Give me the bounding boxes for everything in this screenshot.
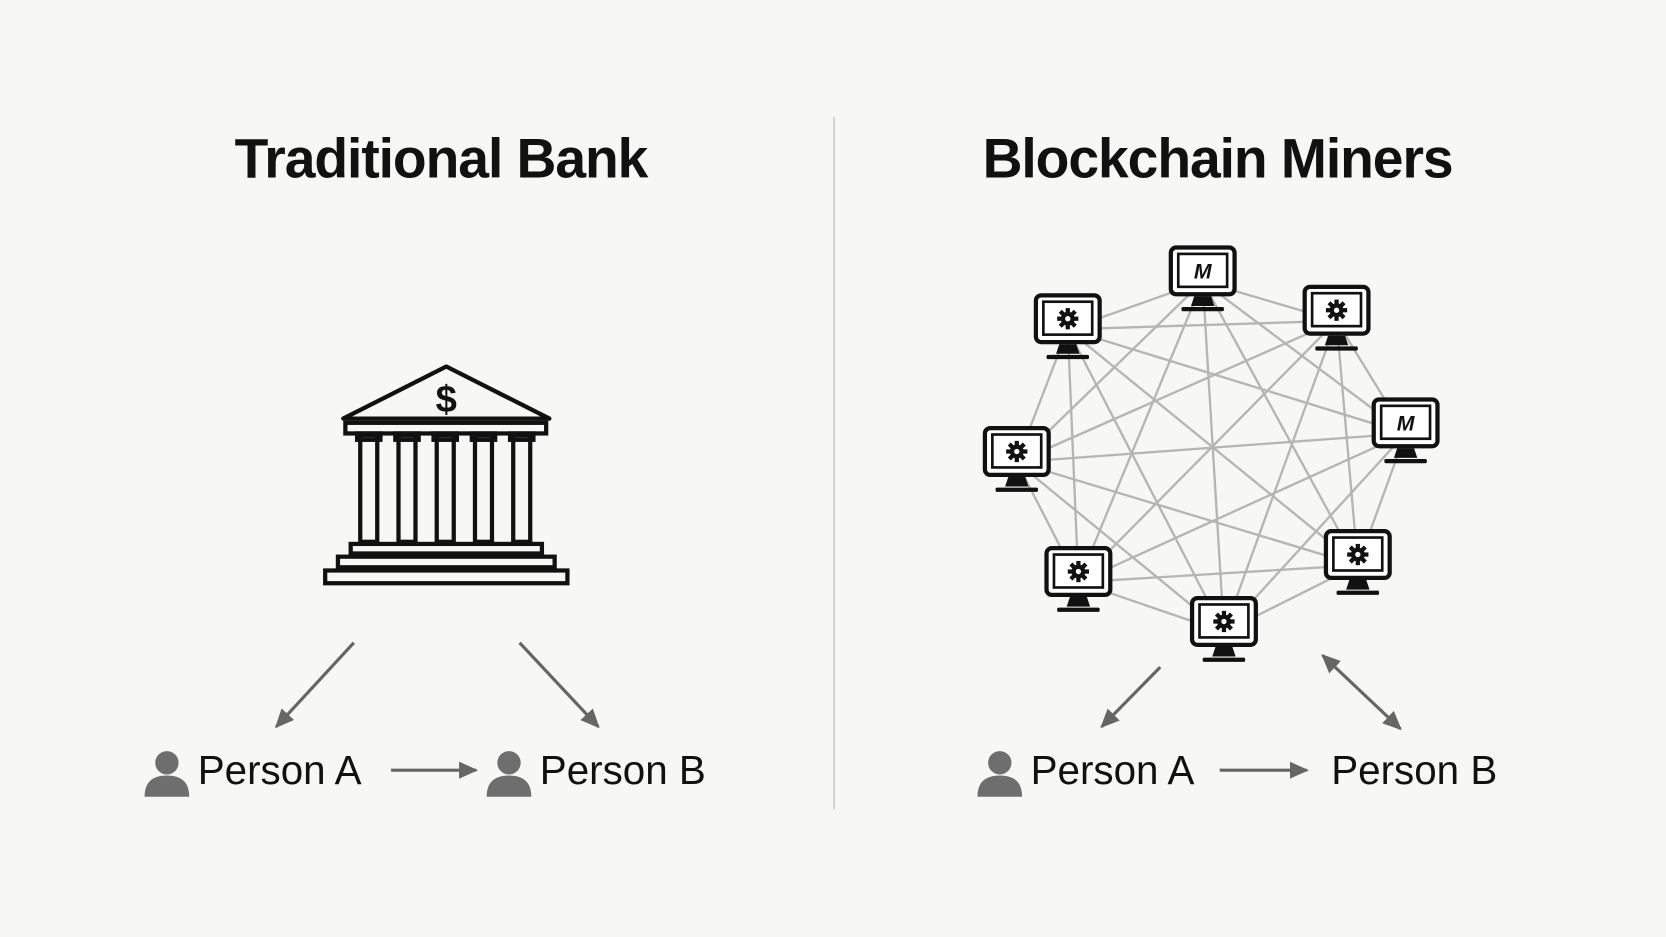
network-to-person-a-arrow	[1100, 666, 1162, 729]
miner-computer-icon	[982, 426, 1051, 492]
network-line	[1066, 329, 1080, 583]
bank-column	[431, 431, 460, 544]
network-line	[1335, 320, 1359, 566]
gear-icon	[1067, 560, 1090, 583]
network-line	[1016, 432, 1406, 464]
miner-computer-icon	[1323, 529, 1392, 595]
gear-icon	[1006, 440, 1028, 463]
bank-column	[393, 431, 421, 544]
miner-computer-icon	[1044, 546, 1113, 612]
blockchain-miners-title: Blockchain Miners	[983, 127, 1453, 189]
bank-column	[507, 431, 536, 544]
miner-computer-icon: M	[1371, 397, 1440, 464]
person-icon	[144, 751, 190, 797]
gear-icon	[1213, 610, 1235, 633]
network-line	[1222, 320, 1338, 633]
gear-icon	[1325, 299, 1348, 321]
person-b-label: Person B	[540, 747, 706, 793]
bank-column	[354, 431, 383, 544]
network-line	[1077, 281, 1204, 583]
network-line	[1067, 328, 1406, 435]
miner-network: MM	[982, 245, 1440, 662]
network-line	[1077, 320, 1338, 583]
network-line	[1201, 280, 1359, 566]
person-icon	[486, 751, 532, 797]
network-line	[1066, 328, 1225, 633]
bank-column	[469, 431, 498, 544]
gear-icon	[1347, 543, 1369, 566]
bank-icon: $	[323, 364, 570, 586]
network-line	[1016, 461, 1225, 634]
dollar-sign: $	[436, 378, 457, 421]
network-line	[1201, 281, 1226, 633]
miner-label: M	[1194, 259, 1213, 283]
person-b-label: Person B	[1331, 747, 1497, 793]
person-icon	[977, 751, 1023, 797]
miner-computer-icon	[1033, 293, 1102, 360]
traditional-bank-title: Traditional Bank	[235, 127, 649, 189]
gear-icon	[1057, 308, 1079, 330]
miner-computer-icon	[1189, 595, 1258, 662]
network-line	[1016, 461, 1359, 567]
miner-computer-icon: M	[1168, 245, 1237, 312]
miner-computer-icon	[1302, 284, 1371, 351]
network-line	[1067, 319, 1337, 331]
network-line	[1016, 319, 1338, 464]
network-person-b-double-arrow	[1321, 654, 1402, 731]
bank-to-person-b-arrow	[518, 641, 600, 729]
miner-label: M	[1397, 411, 1416, 435]
network-line	[1078, 564, 1358, 584]
person-a-label: Person A	[1031, 747, 1195, 793]
bank-to-person-a-arrow	[274, 641, 356, 729]
person-a-label: Person A	[198, 747, 362, 793]
